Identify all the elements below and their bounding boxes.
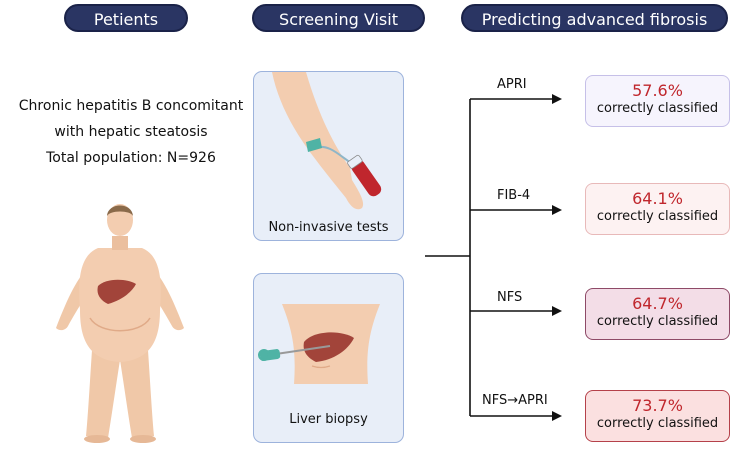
- result-caption: correctly classified: [596, 101, 719, 116]
- branch-label-fib4: FIB-4: [497, 188, 531, 203]
- arm-blood-draw-icon: [272, 72, 382, 210]
- result-box-apri: 57.6% correctly classified: [585, 75, 730, 127]
- liver-biopsy-label: Liver biopsy: [289, 412, 368, 427]
- result-percent: 57.6%: [632, 81, 683, 100]
- branch-label-apri: APRI: [497, 77, 527, 92]
- result-caption: correctly classified: [596, 314, 719, 329]
- branch-label-nfs-apri: NFS→APRI: [482, 393, 548, 408]
- header-screening-visit: Screening Visit: [252, 4, 425, 32]
- result-caption: correctly classified: [596, 209, 719, 224]
- header-patients: Petients: [64, 4, 188, 32]
- result-box-nfs-apri: 73.7% correctly classified: [585, 390, 730, 442]
- result-caption: correctly classified: [596, 416, 719, 431]
- result-percent: 73.7%: [632, 396, 683, 415]
- result-box-nfs: 64.7% correctly classified: [585, 288, 730, 340]
- population-line-1: Chronic hepatitis B concomitant: [18, 98, 244, 114]
- noninvasive-tests-panel: Non-invasive tests: [253, 71, 404, 241]
- patient-figure-icon: [56, 204, 184, 443]
- population-line-2: with hepatic steatosis: [54, 124, 208, 140]
- result-percent: 64.7%: [632, 294, 683, 313]
- biopsy-needle-icon: [258, 304, 380, 384]
- result-box-fib4: 64.1% correctly classified: [585, 183, 730, 235]
- header-predicting: Predicting advanced fibrosis: [461, 4, 728, 32]
- result-percent: 64.1%: [632, 189, 683, 208]
- noninvasive-tests-label: Non-invasive tests: [268, 220, 389, 235]
- branch-label-nfs: NFS: [497, 290, 523, 305]
- population-line-3: Total population: N=926: [46, 150, 216, 166]
- liver-biopsy-panel: Liver biopsy: [253, 273, 404, 443]
